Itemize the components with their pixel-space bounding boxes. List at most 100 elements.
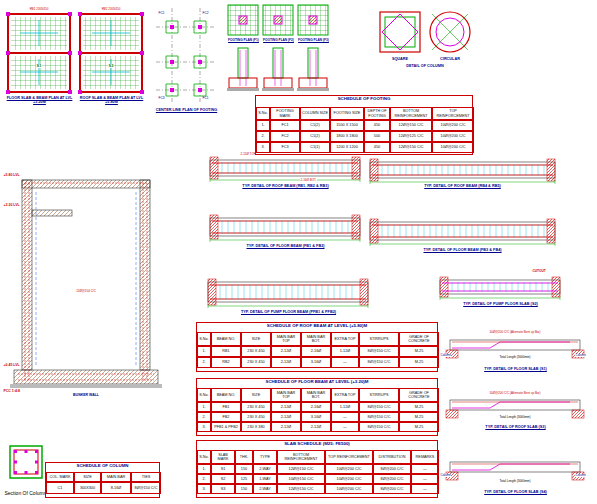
stirrup: [476, 282, 477, 292]
table-cell-text: 2-WAY: [258, 467, 272, 471]
stirrup: [294, 162, 295, 174]
table-cell: 1-WAY: [253, 474, 277, 484]
table-cell: C1(1): [300, 142, 330, 153]
table-cell-text: 1200 X 1200: [335, 145, 359, 149]
table-cell: 230 X 450: [241, 402, 271, 412]
stirrup: [276, 220, 277, 234]
stirrup: [538, 224, 539, 238]
stirrup: [316, 284, 317, 300]
stirrup: [306, 220, 307, 234]
table-cell-text: RB1: [221, 349, 230, 353]
table-cell-text: 2-WAY: [258, 487, 272, 491]
table-cell-text: 8-16Ø: [110, 486, 123, 490]
stirrup: [424, 164, 425, 176]
table-cell-text: STIRRUPS: [368, 393, 389, 397]
table-cell: 2-12Ø: [271, 357, 301, 368]
stirrup: [342, 162, 343, 174]
table-cell: 1-12Ø: [331, 402, 359, 412]
stirrup: [500, 282, 501, 292]
table-cell: MAIN BAR: [101, 472, 131, 482]
stirrup: [542, 282, 543, 292]
table-cell-text: 500: [373, 134, 381, 138]
table-cell: TOP REINFORCEMENT: [432, 107, 474, 120]
stirrup: [348, 162, 349, 174]
table-cell-text: S3: [220, 487, 227, 491]
table-title: SCHEDULE OF ROOF BEAM AT LEVEL (+5.80)M: [197, 324, 437, 329]
drawing-label: SQUARE: [391, 57, 408, 61]
drawing-label: DETAIL OF COLUMN: [406, 64, 444, 68]
dimension-line: [440, 296, 560, 300]
table-cell: M-25: [399, 346, 439, 357]
stirrup: [258, 220, 259, 234]
stirrup: [334, 284, 335, 300]
drawing-label: CIRCULAR: [440, 57, 461, 61]
stirrup: [280, 284, 281, 300]
footing-center-line-plan: [156, 8, 214, 104]
footing-center-line-plan-part: [156, 8, 214, 104]
bent-up-bar: [452, 342, 570, 348]
drawing-label: Column: [575, 354, 586, 357]
table-cell-text: 10Ø@200 C/C: [440, 134, 467, 138]
table-title: SCHEDULE OF FOOTING: [256, 97, 472, 102]
stirrup: [400, 224, 401, 238]
stirrup: [478, 164, 479, 176]
table-cell: 3.: [256, 142, 270, 153]
table-cell-text: 8Ø@200 C/C: [380, 467, 405, 471]
table-cell-text: C1: [57, 486, 64, 490]
table-cell: 8-16Ø: [101, 482, 131, 494]
table-cell: S.No.: [256, 107, 270, 120]
table-cell-text: 12Ø@150 C/C: [398, 145, 425, 149]
table-cell-text: 8Ø@150 C/C: [367, 360, 392, 364]
table-cell-text: 3.: [201, 487, 206, 491]
table-cell: 3-16Ø: [301, 357, 331, 368]
table-title: SCHEDULE OF COLUMN: [46, 464, 159, 469]
table-cell: 12Ø@150 C/C: [277, 484, 325, 494]
table-cell-text: MAIN BAR BOT.: [302, 335, 330, 343]
footing-plan-part: [238, 48, 248, 78]
tank-section-part: [14, 370, 158, 384]
table-cell-text: COLUMN SIZE: [301, 111, 329, 115]
table-cell: C1(2): [300, 120, 330, 131]
drawing-label: TYP. DETAIL OF FLOOR BEAM (FB3 & FB4): [397, 248, 528, 252]
table-cell: 2-WAY: [253, 464, 277, 474]
stirrup: [490, 164, 491, 176]
table-cell-text: BOTTOM REINFORCEMENT: [391, 109, 431, 117]
table-cell: 8Ø@150 C/C: [359, 357, 399, 368]
table-cell: —: [331, 357, 359, 368]
tank-section-part: [140, 180, 150, 370]
table-cell-text: —: [342, 425, 348, 429]
drawing-label: ROOF SLAB & BEAM PLAN AT LVL +5.80M: [78, 96, 145, 104]
table-cell-text: S.No.: [257, 111, 269, 115]
stirrup: [406, 164, 407, 176]
table-cell: 2-WAY: [253, 484, 277, 494]
table-cell: —: [411, 474, 439, 484]
beam-outline: [210, 160, 360, 176]
table-cell-text: 2.: [201, 415, 206, 419]
table-cell: EXTRA TOP: [331, 332, 359, 346]
stirrup: [228, 220, 229, 234]
stirrup: [342, 220, 343, 234]
slab-plan-part: [80, 14, 142, 92]
table-cell: 230 X 450: [241, 412, 271, 422]
stirrup: [256, 284, 257, 300]
tank-section: [10, 180, 162, 388]
table-cell: 8Ø@200 C/C: [373, 474, 411, 484]
table-cell-text: FC1: [280, 123, 289, 127]
stirrup: [400, 164, 401, 176]
table-cell-text: BEAM NO.: [216, 337, 237, 341]
footing-plan-part: [227, 88, 259, 91]
table-cell-text: FB2: [222, 415, 231, 419]
table-cell: FC3: [270, 142, 300, 153]
table-cell: 1.: [197, 402, 211, 412]
column-section-part: [10, 446, 42, 478]
beam-outline: [440, 280, 560, 294]
table-cell-text: —: [422, 477, 428, 481]
stirrup: [520, 224, 521, 238]
stirrup: [454, 164, 455, 176]
footing-plan-part: [263, 5, 293, 35]
stirrup: [268, 284, 269, 300]
stirrup: [460, 224, 461, 238]
stirrup: [514, 164, 515, 176]
stirrup: [532, 164, 533, 176]
